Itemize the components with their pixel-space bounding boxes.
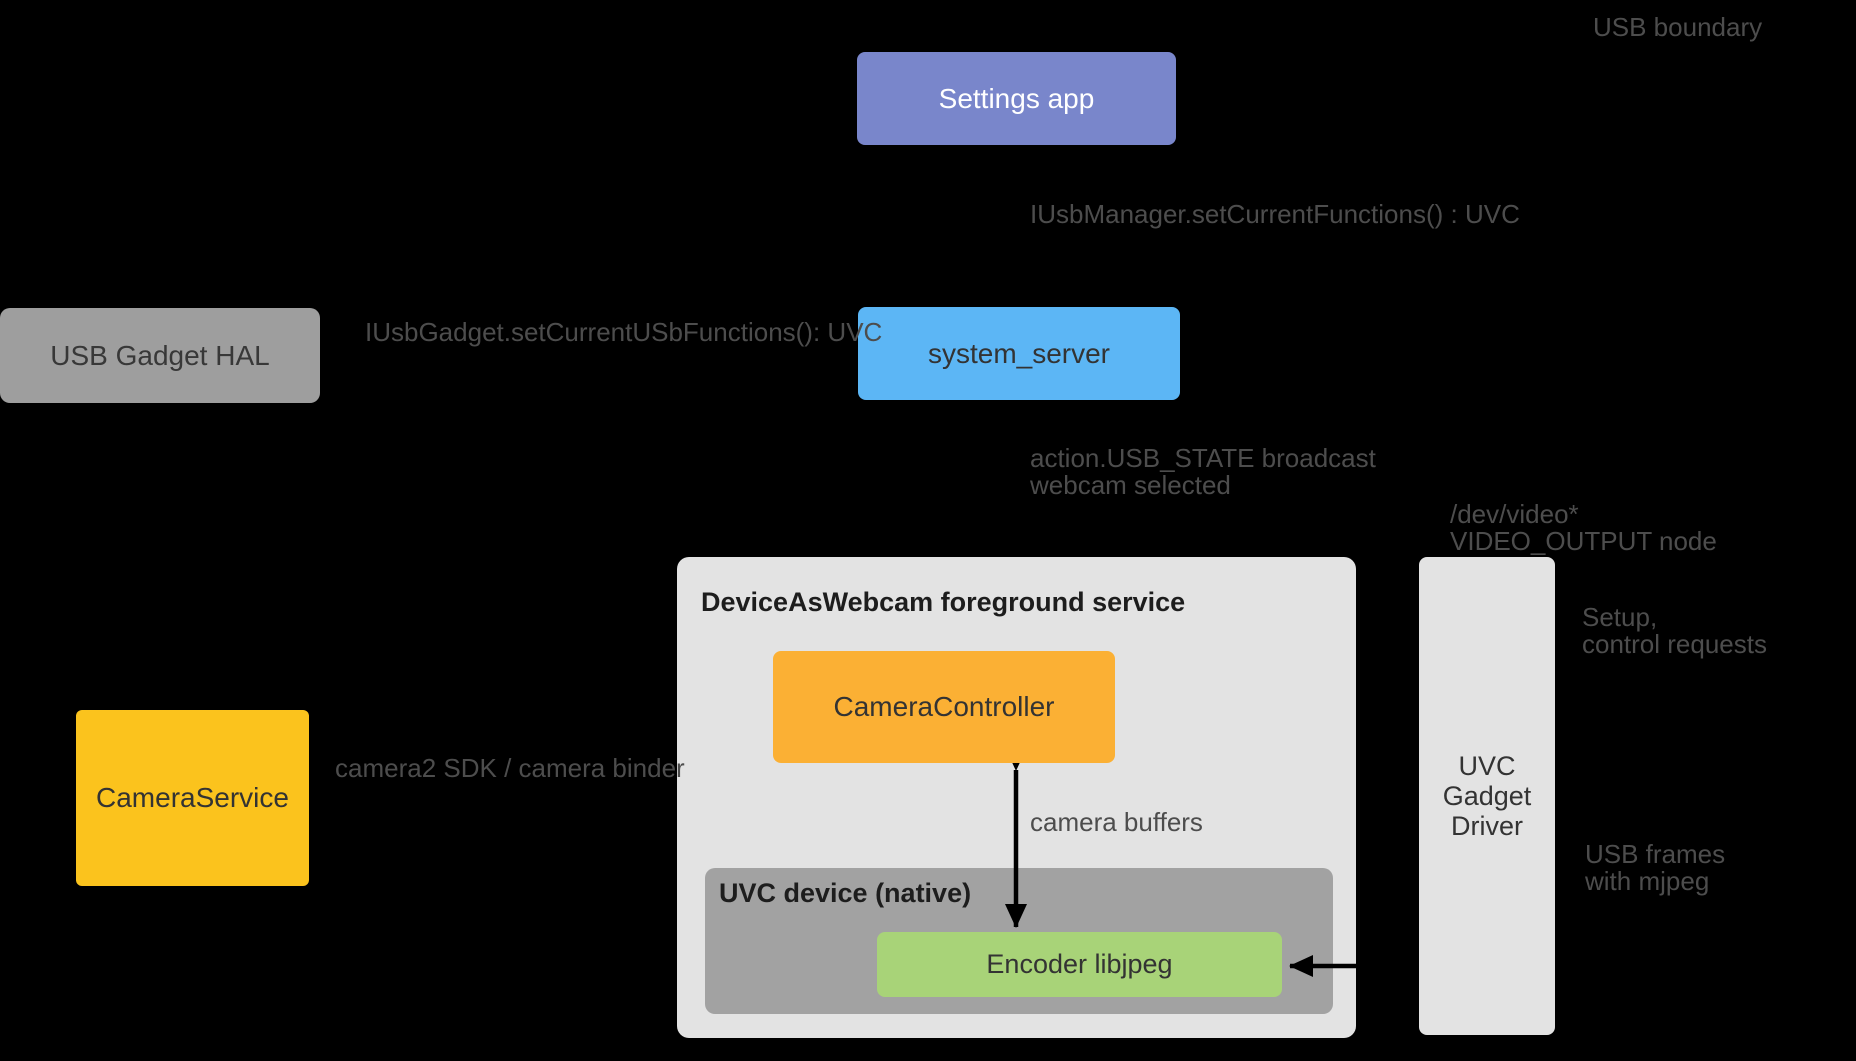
uvc-gadget-driver-line2: Gadget — [1442, 781, 1532, 811]
usb-boundary-label: USB boundary — [1593, 12, 1763, 42]
node-uvc-gadget-driver: UVC Gadget Driver — [1419, 557, 1555, 1035]
node-system-server: system_server — [858, 307, 1180, 400]
camera2-sdk-label: camera2 SDK / camera binder — [335, 753, 685, 783]
camera-buffers-label: camera buffers — [1030, 807, 1203, 837]
node-usb-gadget-hal: USB Gadget HAL — [0, 308, 320, 403]
uvc-gadget-driver-line1: UVC — [1458, 751, 1516, 781]
node-camera-service-label: CameraService — [96, 782, 289, 813]
action-usb-state-label: action.USB_STATE broadcast webcam select… — [1030, 445, 1376, 499]
node-usb-gadget-hal-label: USB Gadget HAL — [50, 339, 270, 371]
node-system-server-label: system_server — [927, 337, 1111, 369]
action-usb-state-line1: action.USB_STATE broadcast — [1030, 443, 1376, 473]
setup-line1: Setup, — [1582, 602, 1658, 632]
iusbgadget-call-label: IUsbGadget.setCurrentUSbFunctions(): UVC — [365, 317, 883, 347]
deviceaswebcam-service-title: DeviceAsWebcam foreground service — [701, 587, 1186, 617]
dev-video-line2: VIDEO_OUTPUT node — [1450, 526, 1717, 556]
usb-frames-label: USB frames with mjpeg — [1585, 841, 1725, 895]
dev-video-line1: /dev/video* — [1450, 499, 1579, 529]
usb-frames-line1: USB frames — [1585, 839, 1726, 869]
node-settings-app: Settings app — [857, 52, 1176, 145]
node-camera-service: CameraService — [76, 710, 309, 886]
node-encoder-libjpeg: Encoder libjpeg — [877, 932, 1282, 997]
uvc-device-native-title: UVC device (native) — [719, 878, 972, 908]
setup-control-requests-label: Setup, control requests — [1582, 604, 1767, 658]
node-settings-app-label: Settings app — [938, 82, 1095, 114]
node-encoder-libjpeg-label: Encoder libjpeg — [986, 949, 1173, 979]
uvc-gadget-driver-line3: Driver — [1451, 811, 1523, 841]
node-camera-controller-label: CameraController — [833, 691, 1055, 722]
action-usb-state-line2: webcam selected — [1030, 470, 1231, 500]
setup-line2: control requests — [1582, 629, 1767, 659]
dev-video-node-label: /dev/video* VIDEO_OUTPUT node — [1450, 501, 1717, 555]
iusbmanager-call-label: IUsbManager.setCurrentFunctions() : UVC — [1030, 199, 1520, 229]
usb-frames-line2: with mjpeg — [1585, 866, 1710, 896]
node-camera-controller: CameraController — [773, 651, 1115, 763]
